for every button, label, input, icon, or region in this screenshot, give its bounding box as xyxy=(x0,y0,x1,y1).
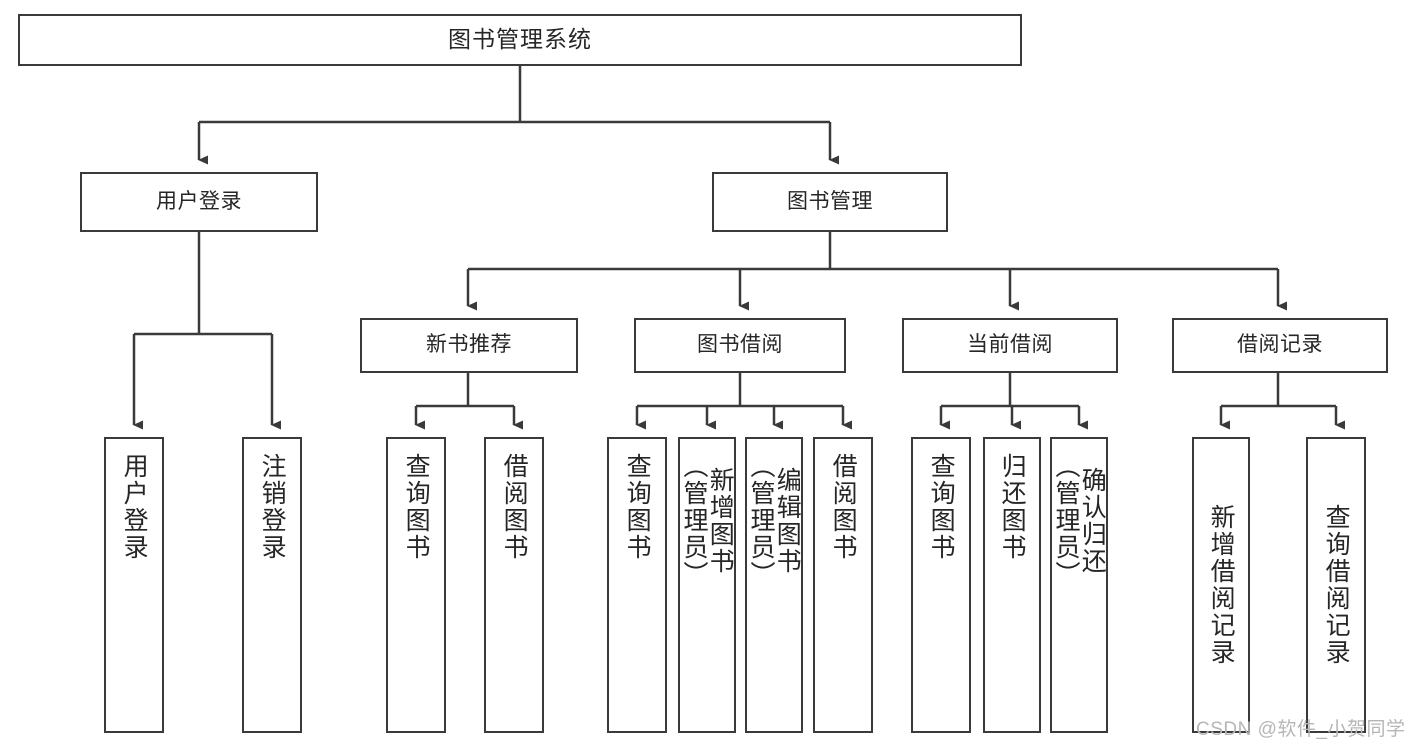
node-current-borrow-label: 当前借阅 xyxy=(967,333,1053,357)
node-leaf-borrow-book-2[interactable]: 借阅图书 xyxy=(813,437,873,733)
node-book-borrow[interactable]: 图书借阅 xyxy=(634,318,846,373)
node-leaf-confirm-return-admin-label: 确认归还 （管理员） xyxy=(1052,453,1107,588)
watermark-text: CSDN @软件_小贺同学 xyxy=(1196,719,1405,740)
node-leaf-query-book-3[interactable]: 查询图书 xyxy=(911,437,971,733)
node-leaf-user-login-label: 用户登录 xyxy=(120,453,149,561)
node-leaf-add-borrow-record-label: 新增借阅记录 xyxy=(1207,504,1236,666)
node-root-label: 图书管理系统 xyxy=(448,26,592,53)
node-user-login[interactable]: 用户登录 xyxy=(80,172,318,232)
node-current-borrow[interactable]: 当前借阅 xyxy=(902,318,1118,373)
node-book-manage-label: 图书管理 xyxy=(787,189,873,213)
node-borrow-record-label: 借阅记录 xyxy=(1237,333,1323,357)
node-new-book-recommend-label: 新书推荐 xyxy=(426,333,512,357)
node-book-manage[interactable]: 图书管理 xyxy=(712,172,948,232)
node-leaf-query-book-2-label: 查询图书 xyxy=(623,453,652,561)
node-leaf-return-book[interactable]: 归还图书 xyxy=(983,437,1041,733)
node-leaf-add-borrow-record[interactable]: 新增借阅记录 xyxy=(1192,437,1250,733)
node-leaf-query-borrow-record-label: 查询借阅记录 xyxy=(1322,504,1351,666)
node-leaf-edit-book-admin[interactable]: 编辑图书 （管理员） xyxy=(745,437,803,733)
node-leaf-add-book-admin[interactable]: 新增图书 （管理员） xyxy=(678,437,736,733)
node-root[interactable]: 图书管理系统 xyxy=(18,14,1022,66)
node-leaf-query-borrow-record[interactable]: 查询借阅记录 xyxy=(1306,437,1366,733)
node-leaf-user-login[interactable]: 用户登录 xyxy=(104,437,164,733)
node-borrow-record[interactable]: 借阅记录 xyxy=(1172,318,1388,373)
node-book-borrow-label: 图书借阅 xyxy=(697,333,783,357)
node-leaf-query-book-3-label: 查询图书 xyxy=(927,453,956,561)
node-leaf-logout[interactable]: 注销登录 xyxy=(242,437,302,733)
node-leaf-return-book-label: 归还图书 xyxy=(998,453,1027,561)
node-leaf-query-book-1-label: 查询图书 xyxy=(402,453,431,561)
node-new-book-recommend[interactable]: 新书推荐 xyxy=(360,318,578,373)
node-user-login-label: 用户登录 xyxy=(156,189,242,213)
node-leaf-query-book-1[interactable]: 查询图书 xyxy=(386,437,446,733)
node-leaf-edit-book-admin-label: 编辑图书 （管理员） xyxy=(747,453,802,588)
node-leaf-add-book-admin-label: 新增图书 （管理员） xyxy=(680,453,735,588)
node-leaf-confirm-return-admin[interactable]: 确认归还 （管理员） xyxy=(1050,437,1108,733)
node-leaf-borrow-book-1[interactable]: 借阅图书 xyxy=(484,437,544,733)
node-leaf-borrow-book-1-label: 借阅图书 xyxy=(500,453,529,561)
node-leaf-borrow-book-2-label: 借阅图书 xyxy=(829,453,858,561)
node-leaf-logout-label: 注销登录 xyxy=(258,453,287,561)
node-leaf-query-book-2[interactable]: 查询图书 xyxy=(607,437,667,733)
